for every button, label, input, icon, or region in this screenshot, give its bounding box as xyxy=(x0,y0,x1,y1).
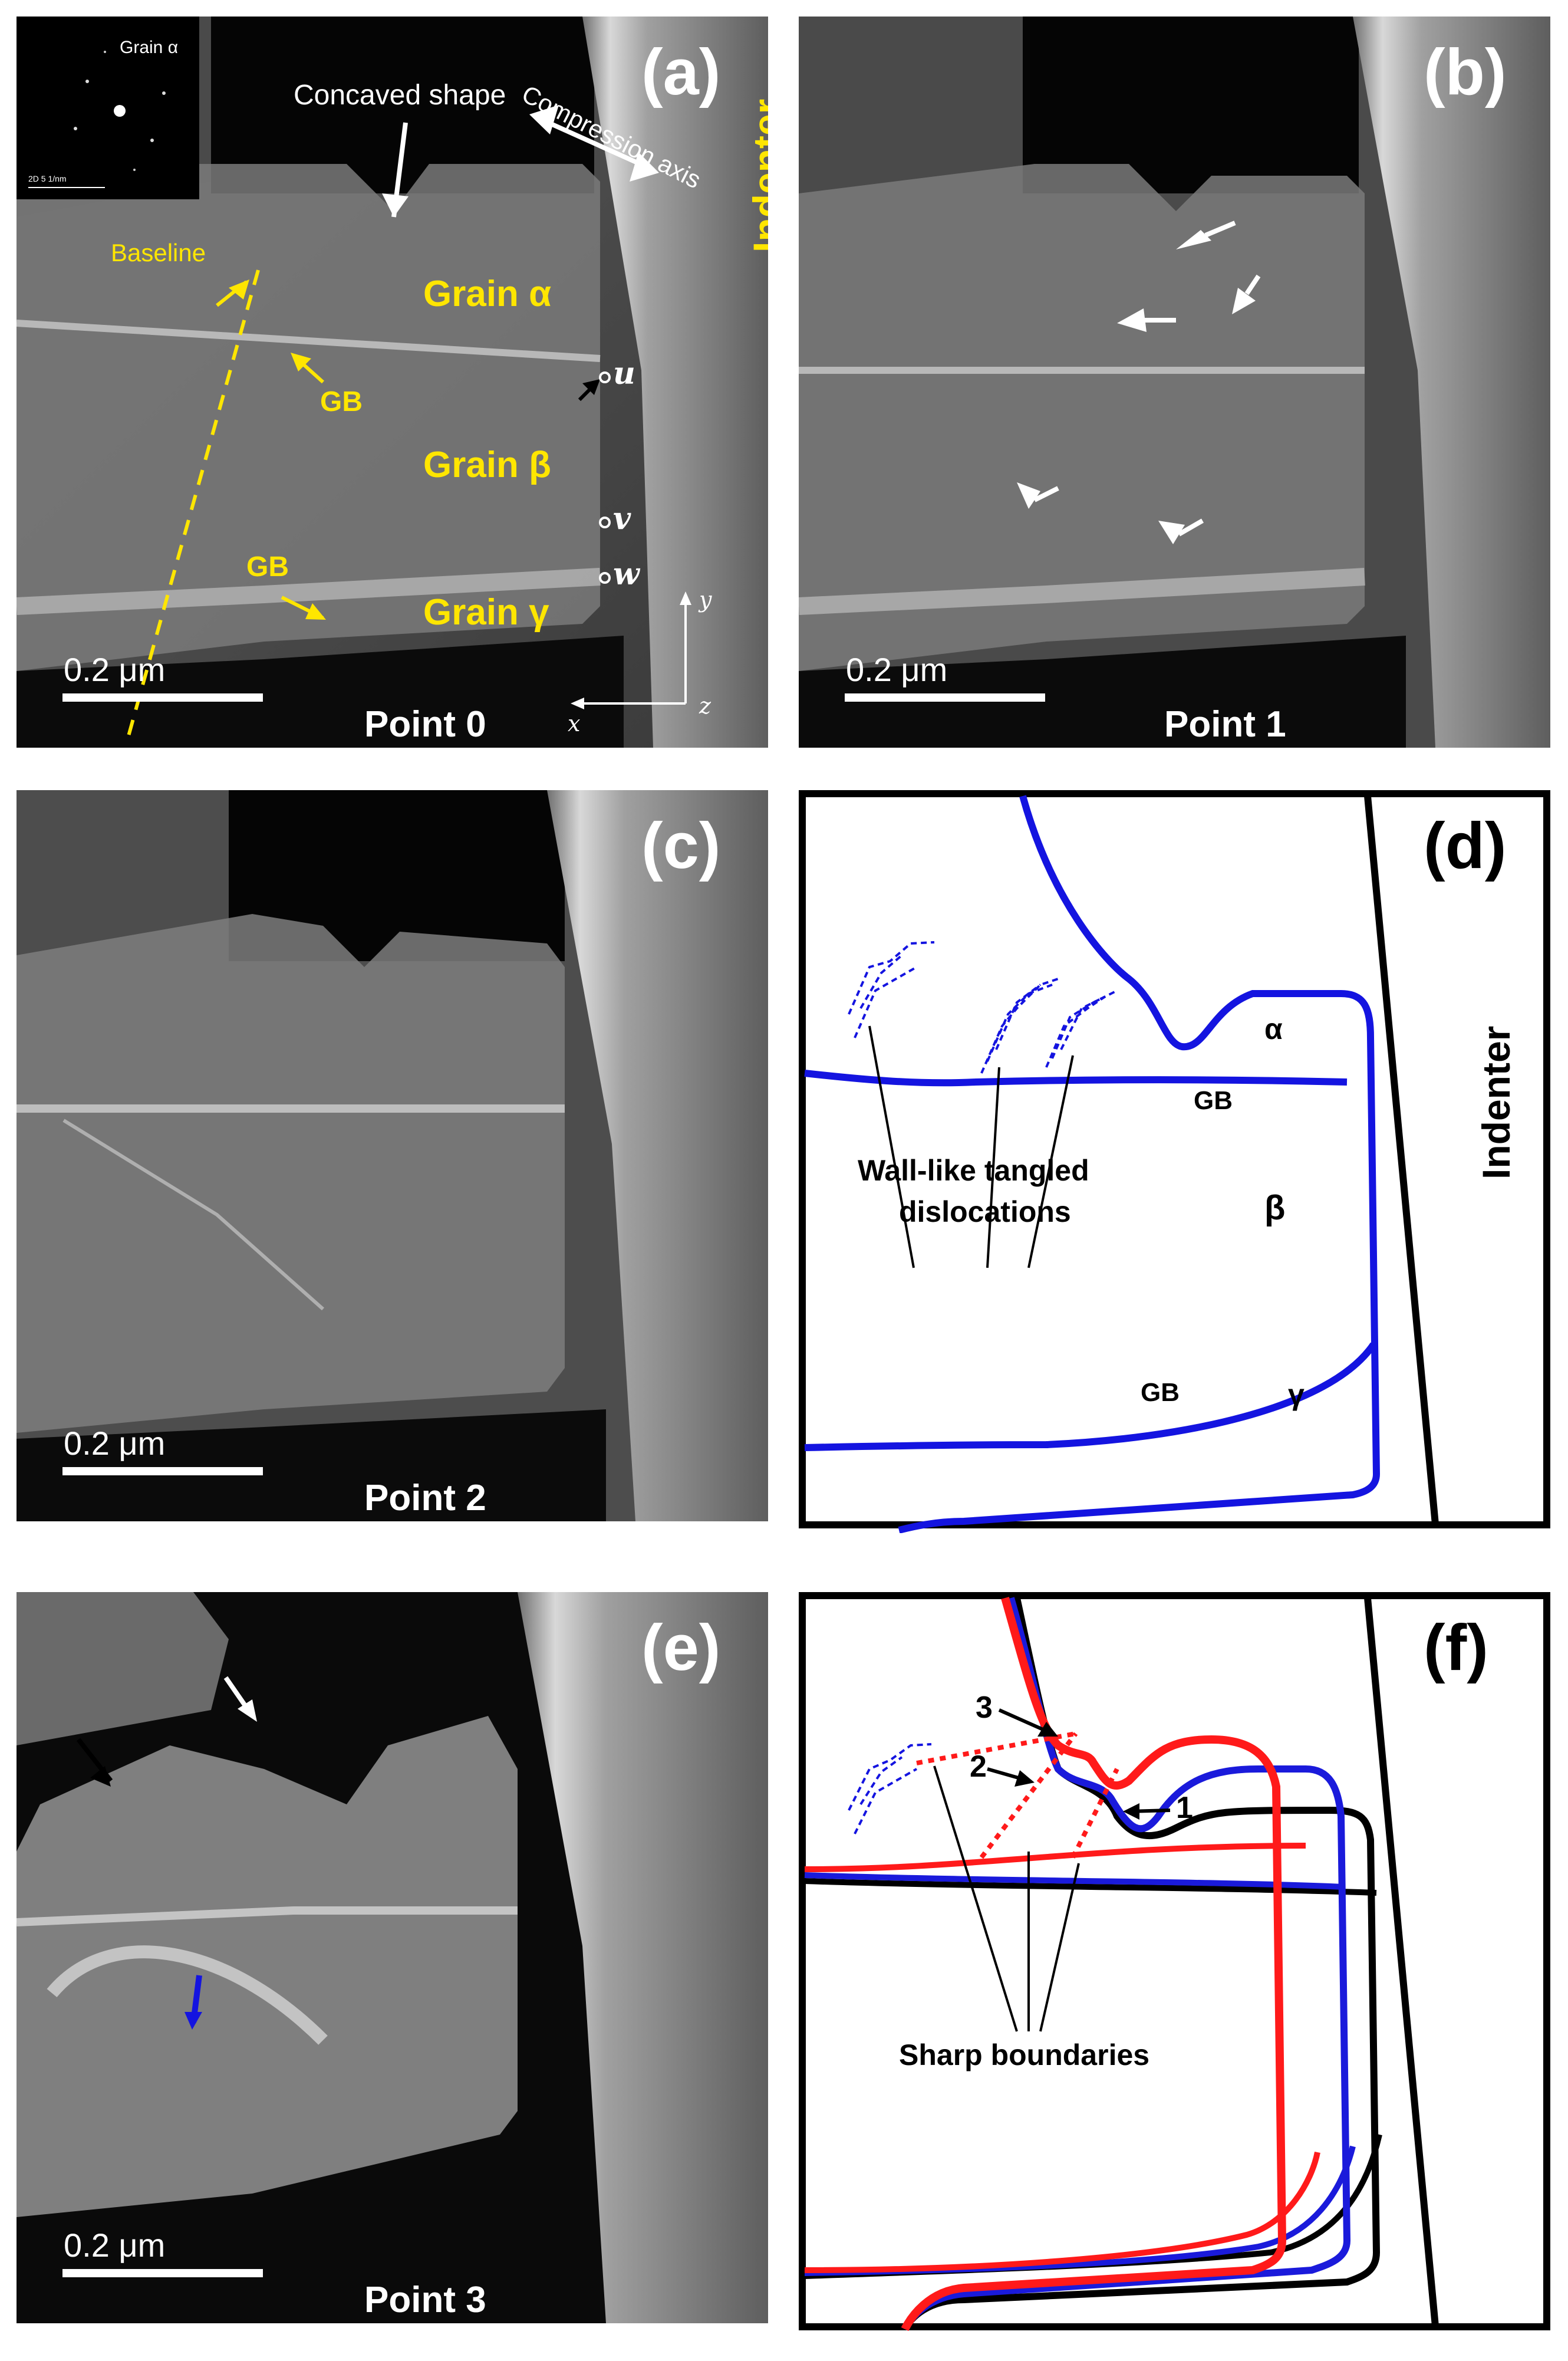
marker-u-label: u xyxy=(613,356,635,392)
gb-label-2: GB xyxy=(246,551,289,583)
grain-gamma-label: Grain γ xyxy=(423,592,549,633)
wall-dislocations-label-2: dislocations xyxy=(899,1195,1071,1228)
tem-image-point3 xyxy=(17,1592,768,2323)
scale-bar xyxy=(62,2269,263,2277)
tem-image-point2 xyxy=(17,790,768,1521)
grain-beta-label: Grain β xyxy=(423,445,551,485)
panel-d: (d) Indenter α β γ GB GB Wall-like tangl… xyxy=(799,790,1550,1533)
point-label: Point 2 xyxy=(364,1478,486,1518)
schematic-outline-comparison xyxy=(799,1592,1550,2332)
point-label: Point 1 xyxy=(1164,704,1286,745)
tem-image-point1 xyxy=(799,17,1550,748)
gb-label-1: GB xyxy=(320,386,363,417)
panel-c: 0.2 μm Point 2 (c) xyxy=(17,790,768,1521)
boundary-number-1: 1 xyxy=(1176,1791,1193,1825)
marker-w-label: w xyxy=(613,556,640,592)
panel-label: (f) xyxy=(1424,1612,1488,1684)
panel-label: (c) xyxy=(641,810,721,882)
scale-label: 0.2 μm xyxy=(64,651,166,688)
panel-f: (f) 1 2 3 Sharp boundaries xyxy=(799,1592,1550,2335)
wall-dislocations-label-1: Wall-like tangled xyxy=(858,1154,1089,1187)
boundary-number-2: 2 xyxy=(970,1750,987,1784)
panel-label: (e) xyxy=(641,1612,721,1684)
scale-label: 0.2 μm xyxy=(64,2227,166,2264)
schematic-point2 xyxy=(799,790,1550,1533)
point-label: Point 0 xyxy=(364,704,486,745)
alpha-label: α xyxy=(1264,1012,1283,1045)
gb-label-2: GB xyxy=(1141,1378,1180,1407)
boundary-number-3: 3 xyxy=(976,1691,993,1725)
baseline-label: Baseline xyxy=(111,239,206,267)
point-label: Point 3 xyxy=(364,2280,486,2320)
inset-title: Grain α xyxy=(120,38,179,57)
concaved-shape-label: Concaved shape xyxy=(294,80,506,111)
scale-bar xyxy=(62,1467,263,1475)
marker-v-label: v xyxy=(613,501,631,537)
grain-alpha-label: Grain α xyxy=(423,274,552,314)
scale-bar xyxy=(845,693,1045,702)
beta-label: β xyxy=(1264,1189,1286,1227)
panel-label: (a) xyxy=(641,36,721,108)
axis-x-label: x xyxy=(568,711,581,736)
scale-label: 0.2 μm xyxy=(64,1425,166,1462)
indenter-label: Indenter xyxy=(745,98,768,252)
panel-e: 0.2 μm Point 3 (e) xyxy=(17,1592,768,2323)
sharp-boundaries-label: Sharp boundaries xyxy=(899,2038,1150,2071)
panel-label: (d) xyxy=(1424,810,1507,882)
indenter-label: Indenter xyxy=(1474,1025,1518,1179)
panel-b: 0.2 μm Point 1 (b) xyxy=(799,17,1550,748)
tem-image-point0 xyxy=(17,17,768,748)
gb-label-1: GB xyxy=(1194,1086,1233,1115)
gamma-label: γ xyxy=(1288,1378,1305,1411)
panel-label: (b) xyxy=(1424,36,1507,108)
scale-bar xyxy=(62,693,263,702)
axis-z-label: z xyxy=(699,693,711,719)
inset-scale: 2D 5 1/nm xyxy=(28,174,67,183)
scale-label: 0.2 μm xyxy=(846,651,948,688)
axis-y-label: y xyxy=(699,587,712,613)
panel-a: 0.2 μm Point 0 (a) Grain α 2D 5 1/nm Con… xyxy=(17,17,768,748)
